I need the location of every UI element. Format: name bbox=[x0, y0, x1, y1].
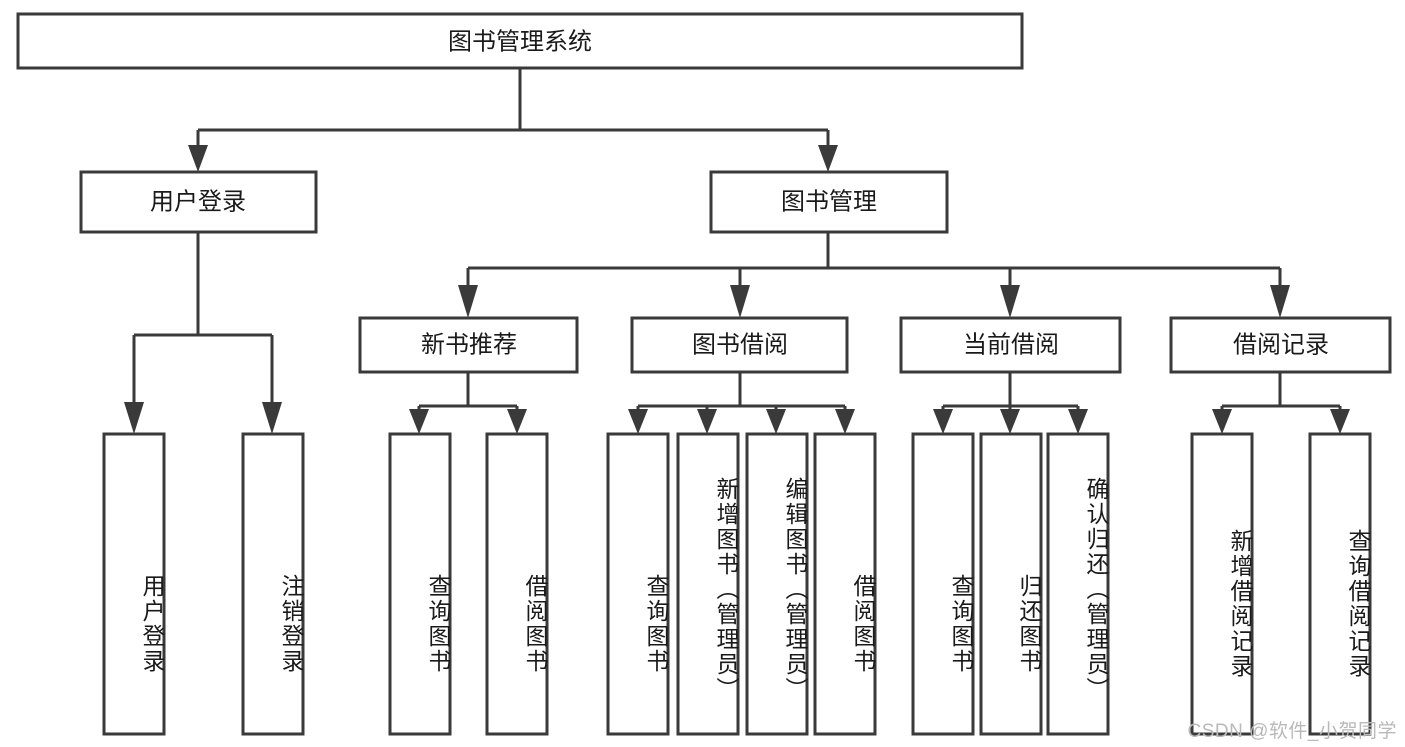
leaf-box-logout[interactable] bbox=[241, 432, 305, 736]
leaf-box-bb-edit[interactable] bbox=[745, 432, 809, 736]
connector-group-root-to-level2 bbox=[188, 68, 838, 172]
arrowhead-borrow-record bbox=[1270, 285, 1290, 318]
csdn-watermark: CSDN @软件_小贺同学 bbox=[1187, 721, 1397, 742]
arrowhead-book-borrow bbox=[730, 285, 750, 318]
leaf-box-bb-borrow[interactable] bbox=[813, 432, 877, 736]
arrowhead-br-leaf-2 bbox=[1330, 409, 1350, 434]
node-label-book-manage: 图书管理 bbox=[781, 188, 877, 215]
connector-group-user-login-leaves bbox=[124, 232, 282, 434]
leaf-box-cb-query[interactable] bbox=[911, 432, 975, 736]
leaf-box-nb-borrow[interactable] bbox=[485, 432, 549, 736]
leaf-box-bb-add[interactable] bbox=[676, 432, 740, 736]
arrowhead-bb-leaf-1 bbox=[628, 409, 648, 434]
arrowhead-cb-leaf-2 bbox=[1000, 409, 1020, 434]
node-label-book-borrow: 图书借阅 bbox=[692, 331, 788, 358]
leaf-box-br-add[interactable] bbox=[1190, 432, 1254, 736]
connector-group-new-book-leaves bbox=[409, 372, 527, 434]
node-box-new-book[interactable] bbox=[358, 316, 579, 374]
arrowhead-cb-leaf-1 bbox=[933, 409, 953, 434]
leaf-box-br-query[interactable] bbox=[1308, 432, 1372, 736]
leaf-box-nb-query[interactable] bbox=[388, 432, 452, 736]
leaf-box-cb-return[interactable] bbox=[979, 432, 1043, 736]
node-label-current-borrow: 当前借阅 bbox=[963, 331, 1059, 358]
node-box-book-borrow[interactable] bbox=[630, 316, 849, 374]
arrowhead-bb-leaf-2 bbox=[697, 409, 717, 434]
node-label-user-login: 用户登录 bbox=[150, 188, 246, 215]
connector-group-book-borrow-leaves bbox=[628, 372, 855, 434]
node-box-root[interactable] bbox=[16, 12, 1024, 70]
arrowhead-new-book bbox=[458, 285, 478, 318]
arrowhead-bb-leaf-3 bbox=[766, 409, 786, 434]
arrowhead-leaf-user-login bbox=[124, 402, 144, 434]
node-label-root: 图书管理系统 bbox=[448, 28, 592, 55]
arrowhead-br-leaf-1 bbox=[1212, 409, 1232, 434]
arrowhead-nb-leaf-1 bbox=[409, 409, 429, 434]
arrowhead-book-manage bbox=[818, 145, 838, 172]
node-box-book-manage[interactable] bbox=[709, 170, 949, 234]
node-label-borrow-record: 借阅记录 bbox=[1233, 331, 1329, 358]
node-box-current-borrow[interactable] bbox=[899, 316, 1122, 374]
connector-group-current-borrow-leaves bbox=[933, 372, 1088, 434]
arrowhead-cb-leaf-3 bbox=[1068, 409, 1088, 434]
arrowhead-bb-leaf-4 bbox=[835, 409, 855, 434]
node-box-user-login[interactable] bbox=[79, 170, 318, 234]
node-label-new-book: 新书推荐 bbox=[421, 331, 517, 358]
arrowhead-user-login bbox=[188, 145, 208, 172]
arrowhead-leaf-logout bbox=[262, 402, 282, 434]
leaf-box-cb-confirm[interactable] bbox=[1046, 432, 1110, 736]
connector-group-level2-to-level3 bbox=[458, 232, 1290, 318]
leaf-box-bb-query[interactable] bbox=[606, 432, 670, 736]
connector-group-borrow-record-leaves bbox=[1212, 372, 1350, 434]
arrowhead-nb-leaf-2 bbox=[507, 409, 527, 434]
node-box-borrow-record[interactable] bbox=[1169, 316, 1392, 374]
leaf-box-user-login[interactable] bbox=[102, 432, 166, 736]
arrowhead-current-borrow bbox=[1000, 285, 1020, 318]
